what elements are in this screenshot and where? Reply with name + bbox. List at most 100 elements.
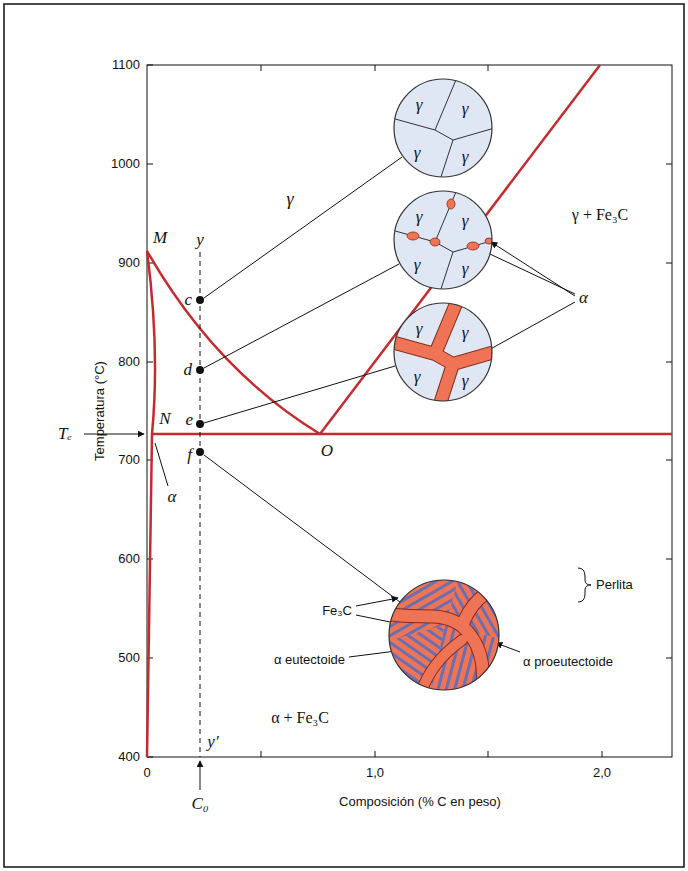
ferrite-particle (430, 238, 440, 246)
callout-label: α (579, 289, 588, 308)
tick-label: 900 (118, 256, 140, 270)
circle-border (394, 79, 492, 177)
ferrite-particle (407, 232, 419, 240)
axis-title: Composición (% C en peso) (339, 795, 501, 809)
microstructure-circle: γγγγ (393, 302, 493, 402)
grain-structure (393, 78, 493, 178)
x-ticks (261, 65, 602, 757)
proeutectoid-alpha-arrow (496, 643, 520, 652)
tick-label: 2,0 (593, 766, 611, 780)
phase-label: α + Fe₃C (271, 709, 329, 727)
grain-structure (393, 302, 493, 402)
ferrite-band (388, 614, 483, 695)
composition-label: C₀ (191, 795, 208, 814)
ferrite-network-outline (393, 302, 493, 402)
point-label: y (196, 231, 204, 250)
leader-f (204, 455, 400, 602)
point-label: y′ (207, 733, 218, 752)
grain-structure (393, 190, 493, 290)
phase-label: α (168, 488, 177, 507)
alpha-arrow (491, 242, 575, 296)
point-label: c (184, 291, 192, 310)
axis-title: Temperatura (°C) (93, 361, 107, 461)
fe3c-arrow (356, 598, 398, 606)
pearlite-circle (389, 580, 499, 690)
phase-label: γ (462, 260, 469, 277)
point-label: d (184, 361, 193, 380)
phase-label: γ (416, 96, 423, 113)
circle-border (394, 191, 492, 289)
ferrite-particle (447, 199, 455, 209)
circle-outline (393, 190, 493, 290)
grain-boundary (393, 78, 493, 178)
phase-label: γ (416, 208, 423, 225)
phase-label: γ (462, 324, 469, 341)
ferrite-outline (388, 614, 483, 695)
point-label: N (159, 410, 170, 429)
composition-line (200, 252, 201, 757)
ferrite-band (462, 586, 502, 626)
tick-label: 400 (118, 750, 140, 764)
axis-ticks (147, 65, 672, 757)
grain-ground (394, 191, 492, 289)
callout-label: Fe₃C (322, 604, 352, 618)
tick-label: 600 (118, 552, 140, 566)
phase-label: γ (462, 372, 469, 389)
pearlite-brace (578, 568, 591, 602)
eutectoid-line (152, 433, 672, 436)
pearlite-ground (385, 575, 505, 695)
tick-label: 500 (118, 651, 140, 665)
ferrite-network (393, 302, 493, 402)
circle-outline (393, 78, 493, 178)
phase-label: γ (414, 144, 421, 161)
leader-c (204, 157, 402, 298)
y-ticks-right (666, 164, 672, 658)
point-label: M (153, 229, 167, 248)
grain-structure (393, 78, 493, 178)
tick-label: 0 (143, 766, 150, 780)
phase-label: γ (462, 212, 469, 229)
grain-structure (393, 302, 493, 402)
plot-frame (147, 65, 672, 757)
leader-lines (84, 157, 591, 790)
callout-label: α proeutectoide (523, 655, 613, 669)
tick-label: 1,0 (366, 766, 384, 780)
ferrite-boundary (147, 251, 155, 434)
tick-label: 800 (118, 355, 140, 369)
c0-arrow (200, 761, 201, 790)
point-c (196, 296, 204, 304)
point-e (196, 420, 204, 428)
tick-label: 1100 (112, 58, 140, 72)
ferrite-solvus (147, 434, 152, 757)
callout-label: α eutectoide (274, 653, 345, 667)
point-label: e (185, 411, 193, 430)
tick-label: 1000 (111, 157, 140, 171)
temperature-label: Tₑ (58, 425, 72, 444)
point-f (196, 448, 204, 456)
phase-label: γ (462, 148, 469, 165)
a3-line (147, 251, 320, 434)
ferrite-outline (462, 586, 502, 626)
outer-frame (4, 4, 684, 867)
phase-label: γ (286, 190, 293, 210)
point-label: O (321, 442, 333, 461)
phase-label: γ (462, 100, 469, 117)
grain-structure (393, 190, 493, 290)
microstructure-circle: γ γ γ γ (393, 78, 493, 178)
point-label: f (187, 446, 192, 465)
point-d (196, 366, 204, 374)
phase-boundaries (147, 65, 672, 757)
tick-label: 700 (118, 453, 140, 467)
pearlite-microstructure (385, 575, 505, 695)
proeutectoid-ferrite (388, 586, 502, 695)
leader-alpha (155, 443, 168, 486)
phase-label: γ + Fe₃C (572, 206, 628, 224)
phase-label: γ (414, 256, 421, 273)
grain-boundary (393, 190, 493, 290)
circle-outline (393, 302, 493, 402)
leader-d (204, 264, 399, 368)
circle-border (394, 303, 492, 401)
state-points (196, 296, 204, 456)
alpha-arrow (478, 302, 575, 356)
